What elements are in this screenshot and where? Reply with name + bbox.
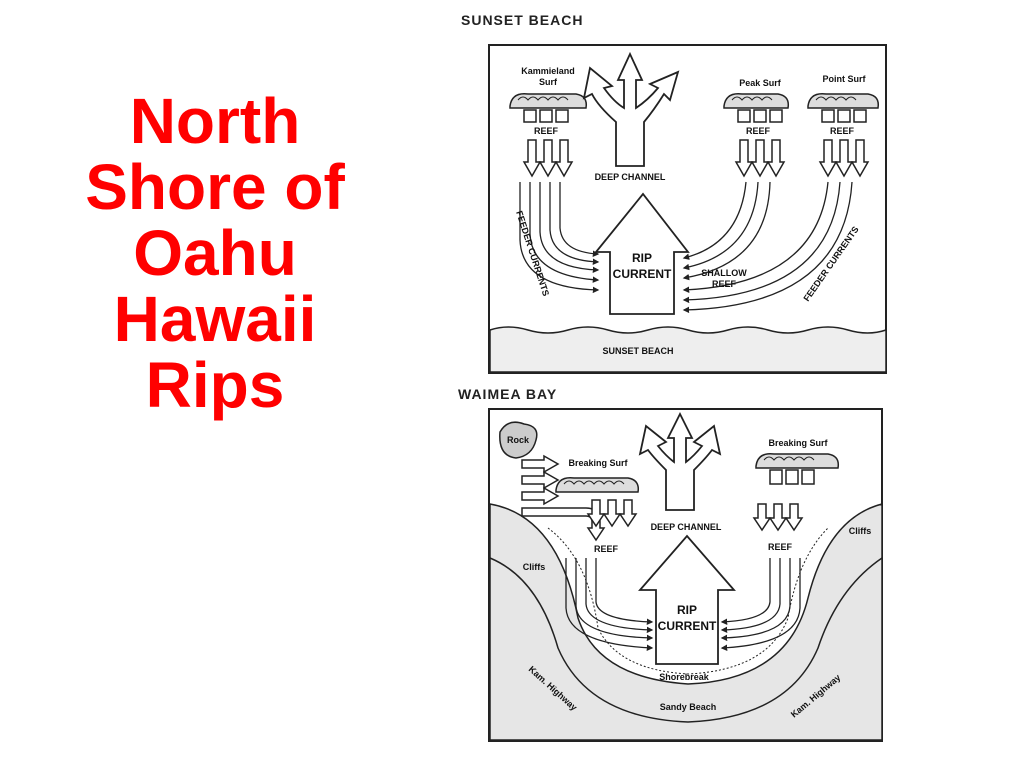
shallow-reef-label: REEF (712, 279, 737, 289)
right-feeder-currents (720, 558, 801, 651)
kammieland-surf-wave (509, 93, 588, 109)
waimea-cliffs (489, 503, 883, 741)
right-feeder-currents (682, 181, 853, 314)
peak-surf-wave (723, 93, 790, 109)
right-breaking-surf-label: Breaking Surf (768, 438, 828, 448)
reef-label: REEF (830, 126, 855, 136)
left-feeder-currents (565, 558, 654, 651)
deep-channel-label: DEEP CHANNEL (595, 172, 666, 182)
rock-shape (499, 421, 538, 459)
sunset-beach-diagram: Kammieland Surf Peak Surf Point Surf REE… (488, 44, 887, 374)
left-feeder-currents (519, 182, 600, 294)
rip-current-arrow (594, 192, 690, 315)
reef-label: REEF (534, 126, 559, 136)
title-line: Hawaii (113, 283, 317, 355)
point-surf-wave (807, 93, 880, 109)
reef-label: REEF (768, 542, 793, 552)
shallow-label: SHALLOW (701, 268, 747, 278)
title-line: Rips (145, 349, 285, 421)
reef-blocks (769, 469, 815, 485)
sunset-beach-heading: SUNSET BEACH (461, 12, 584, 28)
title-line: Oahu (133, 217, 297, 289)
deep-channel-arrow (638, 411, 722, 511)
rip-current-arrow (638, 534, 736, 665)
rip-label: RIP (632, 251, 652, 265)
kammieland-label: Kammieland (521, 66, 575, 76)
right-breaking-surf-wave (755, 453, 840, 469)
slide-title: North Shore of Oahu Hawaii Rips (40, 88, 390, 418)
deep-channel-arrow (582, 51, 680, 167)
left-breaking-surf-wave (555, 477, 640, 493)
title-line: Shore of (85, 151, 345, 223)
incoming-wave-arrows (522, 139, 870, 178)
waimea-bay-heading: WAIMEA BAY (458, 386, 558, 402)
deep-channel-label: DEEP CHANNEL (651, 522, 722, 532)
sandy-beach-label: Sandy Beach (660, 702, 717, 712)
rock-label: Rock (507, 435, 530, 445)
left-cliffs-label: Cliffs (523, 562, 546, 572)
rip-current-label: CURRENT (613, 267, 672, 281)
reef-label: REEF (746, 126, 771, 136)
right-cliffs-label: Cliffs (849, 526, 872, 536)
sunset-shoreline (489, 326, 887, 373)
rip-label: RIP (677, 603, 697, 617)
left-breaking-surf-label: Breaking Surf (568, 458, 628, 468)
incoming-wave-arrows (521, 454, 804, 542)
sunset-beach-label: SUNSET BEACH (602, 346, 673, 356)
waimea-bay-diagram: Rock Breaking Surf Breaking Surf DEEP CH… (488, 408, 883, 742)
shorebreak-line (547, 527, 829, 675)
reef-blocks (523, 109, 867, 123)
reef-label: REEF (594, 544, 619, 554)
shorebreak-label: Shorebreak (659, 672, 710, 682)
kammieland-surf-label: Surf (539, 77, 558, 87)
rip-current-label: CURRENT (658, 619, 717, 633)
peak-surf-label: Peak Surf (739, 78, 782, 88)
point-surf-label: Point Surf (823, 74, 867, 84)
title-line: North (129, 85, 301, 157)
kam-highway-line (489, 557, 883, 723)
